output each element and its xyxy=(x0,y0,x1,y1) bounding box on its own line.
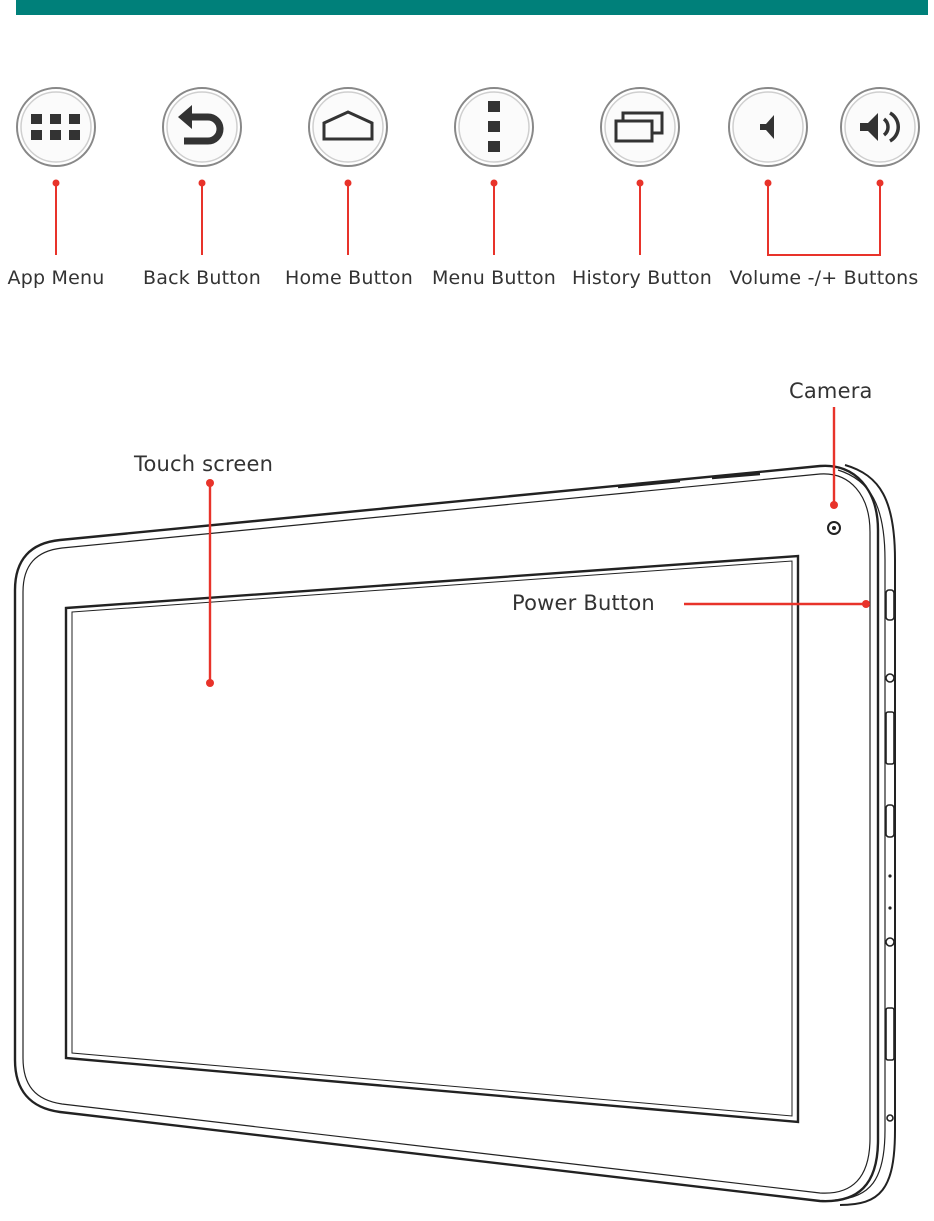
label-camera: Camera xyxy=(789,379,873,403)
label-power-button: Power Button xyxy=(512,591,655,615)
menu-dots-icon xyxy=(488,101,500,152)
label-history-button: History Button xyxy=(572,267,712,289)
label-back-button: Back Button xyxy=(143,267,261,289)
home-button xyxy=(309,88,387,166)
touch-screen-panel xyxy=(66,556,798,1122)
label-app-menu: App Menu xyxy=(8,267,105,289)
label-home-button: Home Button xyxy=(285,267,413,289)
nav-callouts xyxy=(53,180,884,256)
tablet-device xyxy=(15,465,895,1205)
history-button xyxy=(601,88,679,166)
label-volume-buttons: Volume -/+ Buttons xyxy=(729,267,918,289)
label-touch-screen: Touch screen xyxy=(134,452,273,476)
device-callouts xyxy=(206,407,870,687)
volume-up-button xyxy=(841,88,919,166)
menu-button xyxy=(455,88,533,166)
camera-lens xyxy=(828,522,840,534)
app-menu-button xyxy=(17,88,95,166)
volume-down-button xyxy=(729,88,807,166)
back-button xyxy=(163,88,241,166)
label-menu-button: Menu Button xyxy=(432,267,556,289)
